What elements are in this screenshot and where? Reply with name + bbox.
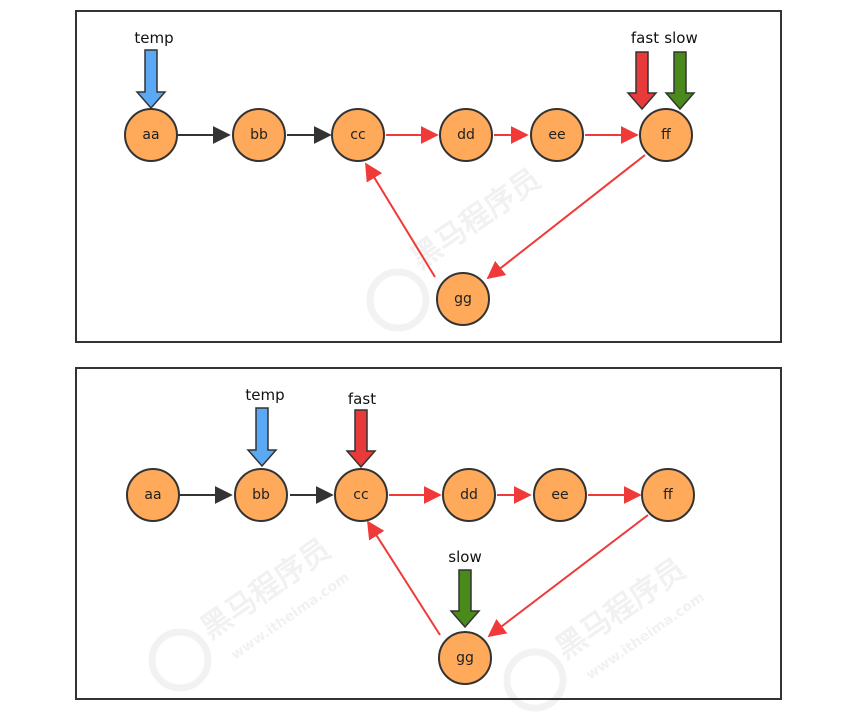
node-label: ee: [551, 487, 568, 503]
node-label: ff: [661, 127, 671, 143]
node-bb: bb: [232, 108, 286, 162]
slow-pointer: slow: [448, 548, 482, 629]
node-label: aa: [144, 487, 161, 503]
edge-gg-cc: [365, 162, 436, 278]
panel-1: 黑马程序员 aa bb cc dd ee: [75, 10, 782, 343]
panel-1-border: [75, 10, 782, 343]
node-ff: ff: [639, 108, 693, 162]
fast-pointer-arrow-icon: [626, 51, 658, 111]
fast-pointer-label: fast: [348, 390, 376, 408]
node-ee: ee: [533, 468, 587, 522]
fast-pointer: fast: [345, 390, 377, 469]
temp-pointer-arrow-icon: [135, 49, 167, 110]
node-label: gg: [454, 291, 472, 307]
fast-pointer: fast: [626, 29, 659, 111]
slow-pointer-arrow-icon: [449, 569, 481, 629]
node-cc: cc: [334, 468, 388, 522]
panel-2-border: [75, 367, 782, 700]
node-dd: dd: [442, 468, 496, 522]
fast-pointer-arrow-icon: [345, 409, 377, 469]
node-gg: gg: [436, 272, 490, 326]
temp-pointer: temp: [245, 386, 285, 468]
node-ee: ee: [530, 108, 584, 162]
edge-ff-gg: [487, 514, 649, 638]
node-aa: aa: [126, 468, 180, 522]
panel-2: 黑马程序员 www.itheima.com 黑马程序员 www.itheima.…: [75, 367, 782, 712]
node-label: cc: [353, 487, 368, 503]
edge-gg-cc: [367, 520, 441, 636]
temp-pointer-arrow-icon: [246, 407, 278, 468]
node-label: gg: [456, 650, 474, 666]
node-cc: cc: [331, 108, 385, 162]
node-ff: ff: [641, 468, 695, 522]
node-label: ff: [663, 487, 673, 503]
node-label: cc: [350, 127, 365, 143]
node-dd: dd: [439, 108, 493, 162]
temp-pointer: temp: [134, 29, 174, 110]
node-label: dd: [457, 127, 475, 143]
node-label: aa: [142, 127, 159, 143]
temp-pointer-label: temp: [134, 29, 173, 47]
node-label: bb: [252, 487, 270, 503]
slow-pointer-label: slow: [664, 29, 697, 47]
node-aa: aa: [124, 108, 178, 162]
slow-pointer: slow: [664, 29, 698, 111]
slow-pointer-arrow-icon: [664, 51, 696, 111]
fast-pointer-label: fast: [631, 29, 659, 47]
slow-pointer-label: slow: [448, 548, 481, 566]
node-bb: bb: [234, 468, 288, 522]
temp-pointer-label: temp: [245, 386, 284, 404]
node-gg: gg: [438, 631, 492, 685]
node-label: bb: [250, 127, 268, 143]
node-label: ee: [548, 127, 565, 143]
node-label: dd: [460, 487, 478, 503]
edge-ff-gg: [486, 154, 646, 280]
